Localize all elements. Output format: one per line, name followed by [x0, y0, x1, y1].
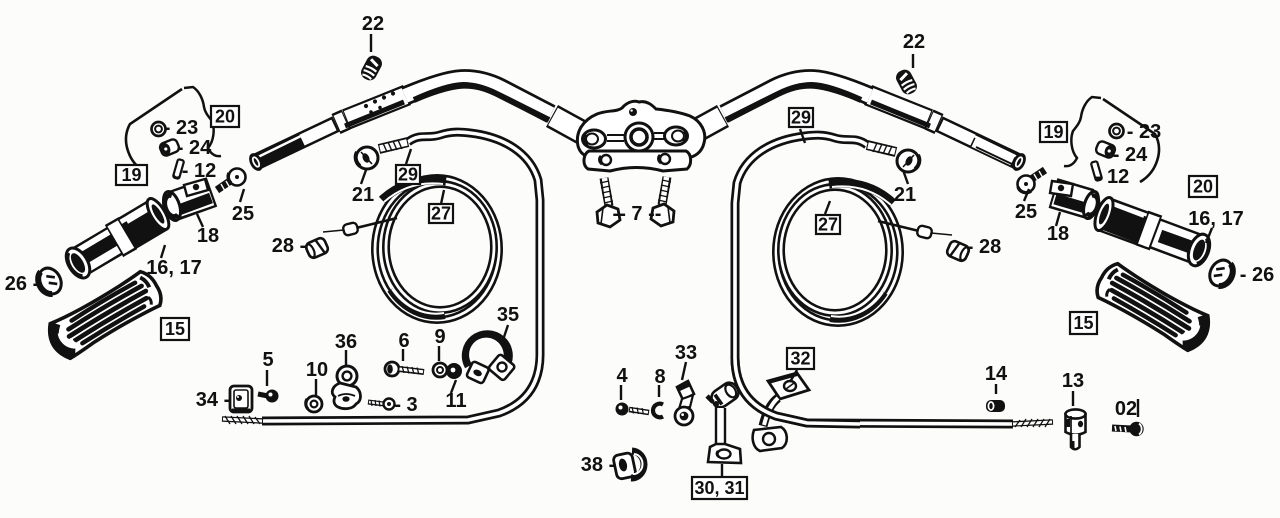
svg-text:21: 21: [894, 184, 916, 206]
svg-text:36: 36: [335, 331, 357, 353]
svg-text:- 3: - 3: [394, 394, 417, 416]
svg-text:- 23: - 23: [164, 117, 198, 139]
svg-text:18: 18: [1047, 223, 1069, 245]
svg-text:16, 17: 16, 17: [146, 257, 202, 279]
svg-text:27: 27: [431, 204, 451, 224]
svg-text:30, 31: 30, 31: [694, 478, 744, 498]
svg-text:28 -: 28 -: [272, 235, 306, 257]
svg-text:21: 21: [352, 184, 374, 206]
svg-text:9: 9: [434, 326, 445, 348]
svg-text:6: 6: [398, 330, 409, 352]
svg-text:33: 33: [675, 342, 697, 364]
svg-text:22: 22: [362, 13, 384, 35]
svg-text:19: 19: [1043, 122, 1063, 142]
svg-text:02: 02: [1115, 398, 1137, 420]
svg-text:16, 17: 16, 17: [1188, 208, 1244, 230]
svg-text:- 23: - 23: [1127, 121, 1161, 143]
svg-text:22: 22: [903, 31, 925, 53]
svg-text:4: 4: [616, 365, 628, 387]
svg-text:11: 11: [445, 390, 466, 412]
svg-text:- 24: - 24: [177, 137, 212, 159]
svg-text:29: 29: [791, 108, 811, 128]
svg-text:18: 18: [197, 225, 219, 247]
svg-text:- 24: - 24: [1113, 144, 1148, 166]
svg-text:32: 32: [790, 349, 810, 369]
svg-text:8: 8: [654, 366, 665, 388]
svg-text:- 28: - 28: [967, 236, 1001, 258]
svg-text:25: 25: [232, 203, 254, 225]
svg-text:27: 27: [818, 215, 838, 235]
svg-text:5: 5: [262, 349, 273, 371]
svg-text:35: 35: [497, 304, 519, 326]
svg-text:20: 20: [215, 107, 235, 127]
svg-text:-- 7 --: -- 7 --: [613, 203, 662, 225]
svg-text:38 -: 38 -: [581, 454, 615, 476]
svg-text:- 12: - 12: [182, 160, 216, 182]
svg-text:25: 25: [1015, 201, 1037, 223]
svg-text:26 -: 26 -: [5, 273, 39, 295]
svg-text:19: 19: [121, 165, 141, 185]
svg-text:15: 15: [165, 319, 185, 339]
svg-text:14: 14: [985, 363, 1008, 385]
svg-text:- 12: - 12: [1095, 166, 1129, 188]
svg-text:15: 15: [1073, 313, 1093, 333]
svg-text:20: 20: [1193, 177, 1213, 197]
svg-text:- 26: - 26: [1240, 264, 1274, 286]
svg-text:29: 29: [398, 165, 418, 185]
svg-text:34 -: 34 -: [196, 389, 230, 411]
svg-text:13: 13: [1062, 370, 1084, 392]
svg-text:10: 10: [306, 359, 328, 381]
